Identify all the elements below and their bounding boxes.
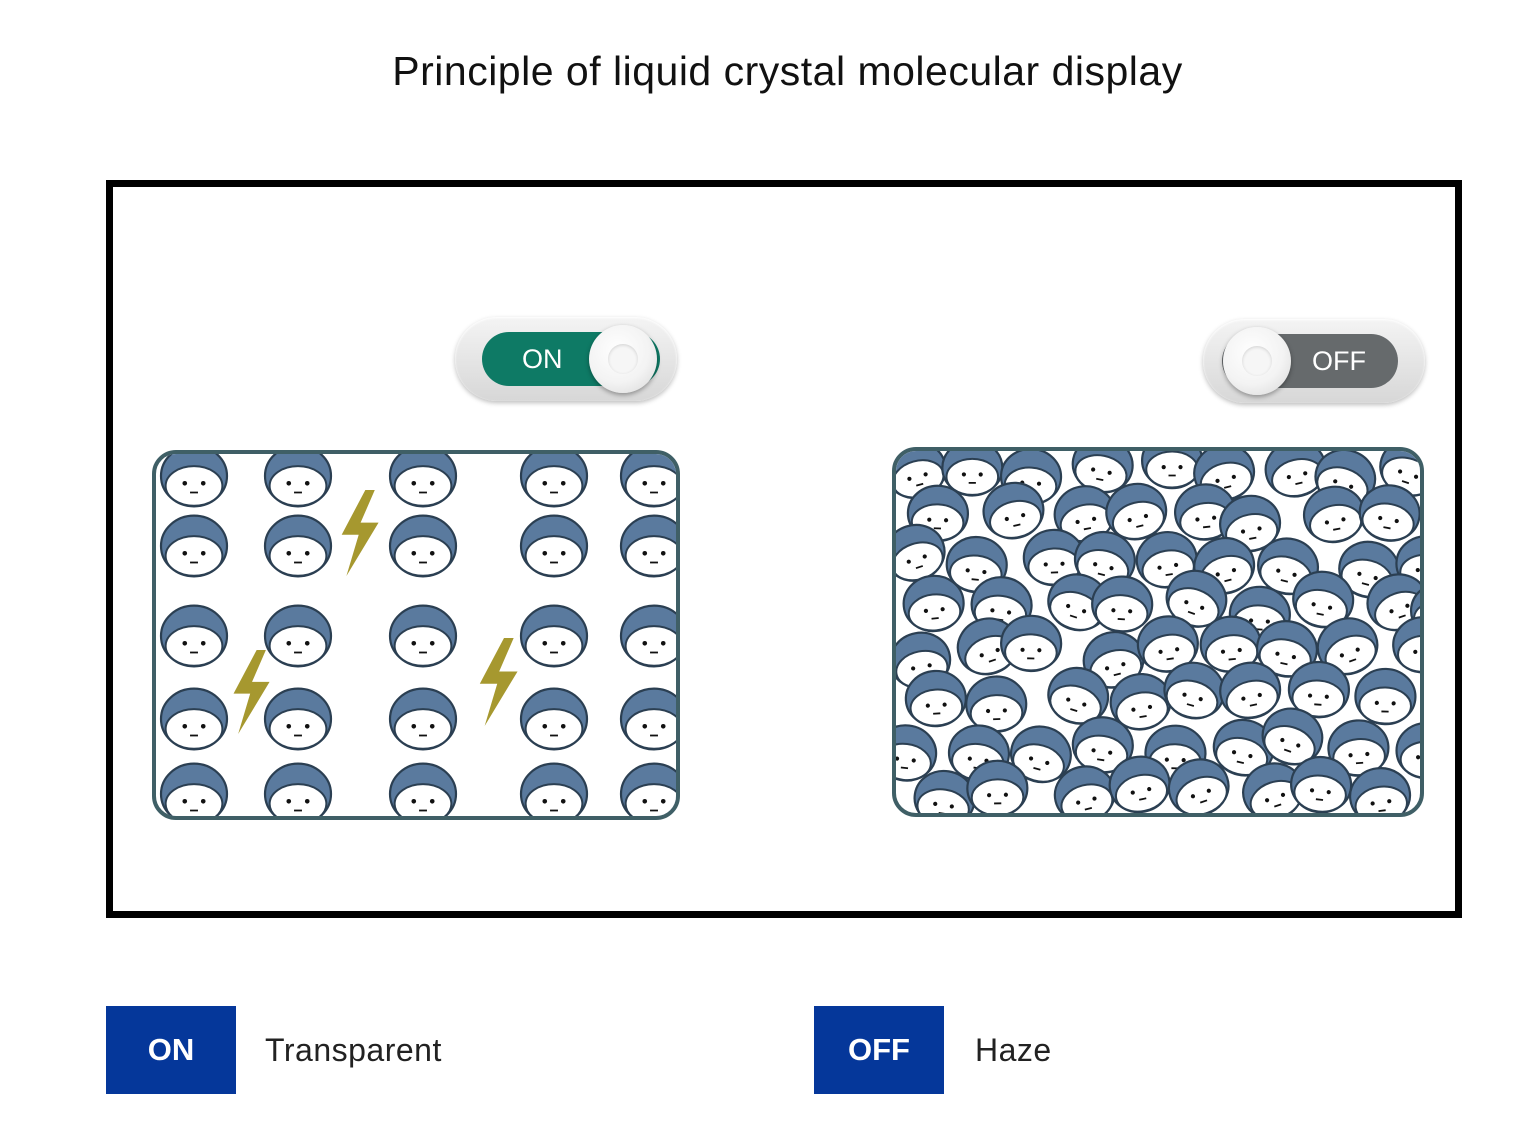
liquid-crystal-molecule-icon [1392, 616, 1420, 674]
liquid-crystal-molecule-icon [159, 604, 229, 668]
liquid-crystal-molecule-icon [619, 514, 676, 578]
liquid-crystal-molecule-icon [388, 454, 458, 508]
switch-off-knob [1223, 327, 1291, 395]
liquid-crystal-molecule-icon [1327, 719, 1390, 777]
liquid-crystal-molecule-icon [159, 514, 229, 578]
liquid-crystal-molecule-icon [388, 762, 458, 816]
liquid-crystal-molecule-icon [1316, 617, 1379, 676]
legend-on-badge: ON [106, 1006, 236, 1094]
liquid-crystal-molecule-icon [1219, 661, 1282, 720]
liquid-crystal-molecule-icon [1287, 660, 1350, 719]
liquid-crystal-molecule-icon [159, 687, 229, 751]
liquid-crystal-molecule-icon [263, 604, 333, 668]
diagram-title: Principle of liquid crystal molecular di… [392, 48, 1183, 94]
liquid-crystal-molecule-icon [1409, 582, 1420, 640]
liquid-crystal-molecule-icon [1047, 666, 1110, 725]
liquid-crystal-molecule-icon [263, 454, 333, 508]
liquid-crystal-molecule-icon [1354, 667, 1417, 726]
liquid-crystal-molecule-icon [1302, 485, 1366, 544]
aligned-molecules-illustration [159, 454, 676, 816]
liquid-crystal-molecule-icon [263, 687, 333, 751]
liquid-crystal-molecule-icon [1193, 451, 1256, 502]
liquid-crystal-molecule-icon [619, 687, 676, 751]
lightning-bolt-icon [233, 650, 270, 734]
legend-off-badge: OFF [814, 1006, 944, 1094]
liquid-crystal-molecule-icon [1109, 673, 1172, 731]
liquid-crystal-molecule-icon [1358, 484, 1420, 542]
random-molecules-panel [892, 447, 1424, 817]
liquid-crystal-molecule-icon [1000, 614, 1063, 673]
legend-off-description: Haze [975, 1032, 1052, 1068]
liquid-crystal-molecule-icon [1105, 482, 1168, 541]
liquid-crystal-molecule-icon [1108, 755, 1171, 813]
lightning-bolt-icon [341, 490, 379, 576]
liquid-crystal-molecule-icon [388, 687, 458, 751]
liquid-crystal-molecule-icon [619, 762, 676, 816]
toggle-switch-on-icon: ON [455, 317, 677, 401]
liquid-crystal-molecule-icon [982, 481, 1045, 540]
liquid-crystal-molecule-icon [263, 762, 333, 816]
liquid-crystal-molecule-icon [1290, 755, 1353, 813]
liquid-crystal-molecule-icon [619, 454, 676, 508]
liquid-crystal-molecule-icon [519, 514, 589, 578]
switch-on-knob [589, 325, 657, 393]
liquid-crystal-molecule-icon [1395, 721, 1420, 780]
liquid-crystal-molecule-icon [896, 724, 938, 782]
liquid-crystal-molecule-icon [1053, 765, 1116, 813]
liquid-crystal-molecule-icon [1009, 725, 1072, 784]
lightning-bolt-icon [479, 638, 518, 726]
liquid-crystal-molecule-icon [1292, 570, 1355, 629]
liquid-crystal-molecule-icon [965, 675, 1028, 733]
aligned-molecules-panel [152, 450, 680, 820]
liquid-crystal-molecule-icon [159, 762, 229, 816]
liquid-crystal-molecule-icon [519, 687, 589, 751]
liquid-crystal-molecule-icon [1242, 762, 1304, 813]
liquid-crystal-molecule-icon [388, 604, 458, 668]
random-molecules-illustration [896, 451, 1420, 813]
liquid-crystal-molecule-icon [388, 514, 458, 578]
liquid-crystal-molecule-icon [904, 669, 967, 728]
legend-on-description: Transparent [265, 1032, 442, 1068]
liquid-crystal-molecule-icon [902, 574, 965, 633]
liquid-crystal-molecule-icon [1167, 758, 1230, 813]
liquid-crystal-molecule-icon [159, 454, 229, 508]
toggle-switch-off-icon: OFF [1203, 319, 1425, 403]
liquid-crystal-molecule-icon [519, 604, 589, 668]
liquid-crystal-molecule-icon [1091, 575, 1154, 633]
liquid-crystal-molecule-icon [519, 454, 589, 508]
liquid-crystal-molecule-icon [1136, 615, 1199, 673]
liquid-crystal-molecule-icon [913, 769, 976, 813]
liquid-crystal-molecule-icon [1212, 718, 1275, 777]
liquid-crystal-molecule-icon [1140, 451, 1204, 490]
liquid-crystal-molecule-icon [1163, 661, 1226, 720]
liquid-crystal-molecule-icon [1348, 767, 1412, 813]
liquid-crystal-molecule-icon [519, 762, 589, 816]
liquid-crystal-molecule-icon [263, 514, 333, 578]
liquid-crystal-molecule-icon [966, 759, 1029, 813]
liquid-crystal-molecule-icon [1261, 707, 1324, 766]
liquid-crystal-molecule-icon [619, 604, 676, 668]
liquid-crystal-molecule-icon [941, 451, 1004, 497]
